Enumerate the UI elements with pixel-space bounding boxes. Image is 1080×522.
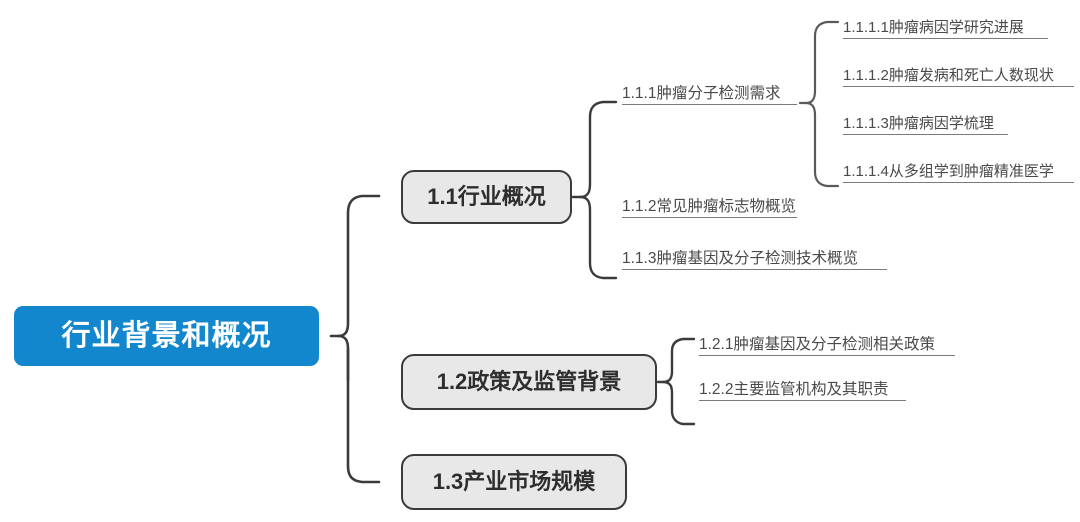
- leaf-1-2-2-rule: [699, 400, 906, 401]
- leaf-1-2-1[interactable]: 1.2.1肿瘤基因及分子检测相关政策: [699, 329, 955, 356]
- brace-node-1-1-lower: [578, 195, 618, 280]
- brace-root-lower: [336, 334, 381, 484]
- leaf-1-1-1-1[interactable]: 1.1.1.1肿瘤病因学研究进展: [843, 12, 1048, 39]
- brace-node-1-2-lower: [661, 380, 696, 426]
- leaf-1-1-1-3-rule: [843, 134, 1008, 135]
- node-1-1[interactable]: 1.1行业概况: [401, 170, 572, 224]
- leaf-1-1-1-2-label: 1.1.1.2肿瘤发病和死亡人数现状: [843, 67, 1054, 84]
- leaf-1-2-2[interactable]: 1.2.2主要监管机构及其职责: [699, 374, 906, 401]
- brace-node-1-1-1-lower: [804, 101, 840, 188]
- leaf-1-1-2-label: 1.1.2常见肿瘤标志物概览: [622, 197, 796, 215]
- leaf-1-1-1-4-label: 1.1.1.4从多组学到肿瘤精准医学: [843, 163, 1054, 180]
- leaf-1-1-1-3[interactable]: 1.1.1.3肿瘤病因学梳理: [843, 108, 1008, 135]
- node-1-3-label: 1.3产业市场规模: [432, 469, 596, 494]
- leaf-1-1-2-rule: [622, 217, 797, 218]
- leaf-1-1-1-1-label: 1.1.1.1肿瘤病因学研究进展: [843, 19, 1024, 36]
- leaf-1-1-1-2-rule: [843, 86, 1074, 87]
- node-1-1-label: 1.1行业概况: [427, 184, 546, 209]
- leaf-1-1-2[interactable]: 1.1.2常见肿瘤标志物概览: [622, 191, 797, 218]
- leaf-1-1-1-4-rule: [843, 182, 1074, 183]
- brace-node-1-1: [571, 100, 618, 199]
- leaf-1-1-1-3-label: 1.1.1.3肿瘤病因学梳理: [843, 115, 994, 132]
- leaf-1-1-3-label: 1.1.3肿瘤基因及分子检测技术概览: [622, 249, 858, 267]
- brace-root: [329, 194, 381, 338]
- leaf-1-2-2-label: 1.2.2主要监管机构及其职责: [699, 380, 889, 398]
- leaf-1-1-1-rule: [622, 104, 797, 105]
- leaf-1-1-1[interactable]: 1.1.1肿瘤分子检测需求: [622, 78, 797, 105]
- brace-node-1-2: [656, 337, 696, 384]
- leaf-1-2-1-rule: [699, 355, 955, 356]
- leaf-1-1-1-1-rule: [843, 38, 1048, 39]
- leaf-1-1-3-rule: [622, 269, 887, 270]
- leaf-1-1-3[interactable]: 1.1.3肿瘤基因及分子检测技术概览: [622, 243, 887, 270]
- root-node[interactable]: 行业背景和概况: [14, 306, 319, 366]
- brace-node-1-1-1: [798, 20, 840, 105]
- leaf-1-1-1-2[interactable]: 1.1.1.2肿瘤发病和死亡人数现状: [843, 60, 1074, 87]
- node-1-2[interactable]: 1.2政策及监管背景: [401, 354, 657, 410]
- leaf-1-1-1-4[interactable]: 1.1.1.4从多组学到肿瘤精准医学: [843, 156, 1074, 183]
- node-1-3[interactable]: 1.3产业市场规模: [401, 454, 627, 510]
- node-1-2-label: 1.2政策及监管背景: [436, 369, 622, 394]
- root-node-label: 行业背景和概况: [61, 319, 272, 352]
- leaf-1-1-1-label: 1.1.1肿瘤分子检测需求: [622, 84, 781, 102]
- leaf-1-2-1-label: 1.2.1肿瘤基因及分子检测相关政策: [699, 335, 935, 353]
